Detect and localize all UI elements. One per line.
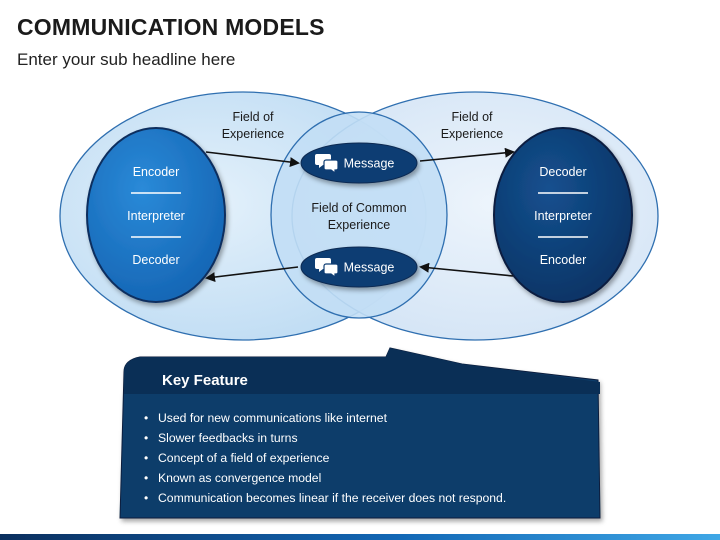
- key-feature-panel: [119, 347, 601, 519]
- sender-role-interpreter: Interpreter: [127, 209, 185, 223]
- bullet-icon: •: [144, 411, 149, 425]
- left-field-label-line1: Field of: [233, 110, 275, 124]
- right-field-label-line1: Field of: [452, 110, 494, 124]
- arrow-message-to-receiver-icon: [419, 147, 515, 162]
- message-top-pill: [300, 142, 418, 184]
- receiver-role-interpreter: Interpreter: [534, 209, 592, 223]
- bullet-icon: •: [144, 471, 149, 485]
- chat-bubbles-icon: [315, 258, 339, 279]
- key-feature-item: Slower feedbacks in turns: [158, 431, 298, 445]
- common-field-label-line2: Experience: [328, 218, 391, 232]
- sender-role-decoder: Decoder: [132, 253, 179, 267]
- message-top: Message: [300, 142, 418, 184]
- arrow-sender-to-message-icon: [205, 151, 300, 168]
- list-item: • Known as convergence model: [140, 468, 506, 488]
- right-field-label-line2: Experience: [441, 127, 504, 141]
- key-feature-item: Concept of a field of experience: [158, 451, 330, 465]
- receiver-ellipse: [493, 127, 633, 303]
- chat-bubbles-icon: [315, 154, 339, 175]
- key-feature-header-band: [124, 348, 600, 394]
- footer-bar: [0, 534, 720, 540]
- receiver-role-encoder: Encoder: [540, 253, 587, 267]
- receiver-role-decoder: Decoder: [539, 165, 586, 179]
- key-feature-list: • Used for new communications like intern…: [140, 408, 506, 508]
- sender-node: Encoder Interpreter Decoder: [86, 127, 226, 303]
- sender-role-encoder: Encoder: [133, 165, 180, 179]
- common-field-label-line1: Field of Common: [311, 201, 406, 215]
- key-feature-title: Key Feature: [162, 372, 248, 389]
- key-feature-item: Communication becomes linear if the rece…: [158, 491, 507, 505]
- message-bottom-label: Message: [344, 261, 395, 275]
- list-item: • Used for new communications like intern…: [140, 408, 506, 428]
- key-feature-item: Used for new communications like interne…: [158, 411, 387, 425]
- message-bottom: Message: [300, 246, 418, 288]
- bullet-icon: •: [144, 491, 149, 505]
- bullet-icon: •: [144, 451, 149, 465]
- left-field-label-line2: Experience: [222, 127, 285, 141]
- page-subtitle: Enter your sub headline here: [17, 50, 236, 69]
- arrow-receiver-to-message-icon: [419, 262, 514, 277]
- key-feature-item: Known as convergence model: [158, 471, 322, 485]
- receiver-node: Decoder Interpreter Encoder: [493, 127, 633, 303]
- list-item: • Communication becomes linear if the rec…: [140, 488, 506, 508]
- arrow-message-to-sender-icon: [205, 266, 299, 283]
- page-title: COMMUNICATION MODELS: [17, 14, 325, 40]
- message-bottom-pill: [300, 246, 418, 288]
- list-item: • Concept of a field of experience: [140, 448, 506, 468]
- list-item: • Slower feedbacks in turns: [140, 428, 506, 448]
- bullet-icon: •: [144, 431, 149, 445]
- sender-ellipse: [86, 127, 226, 303]
- message-top-label: Message: [344, 157, 395, 171]
